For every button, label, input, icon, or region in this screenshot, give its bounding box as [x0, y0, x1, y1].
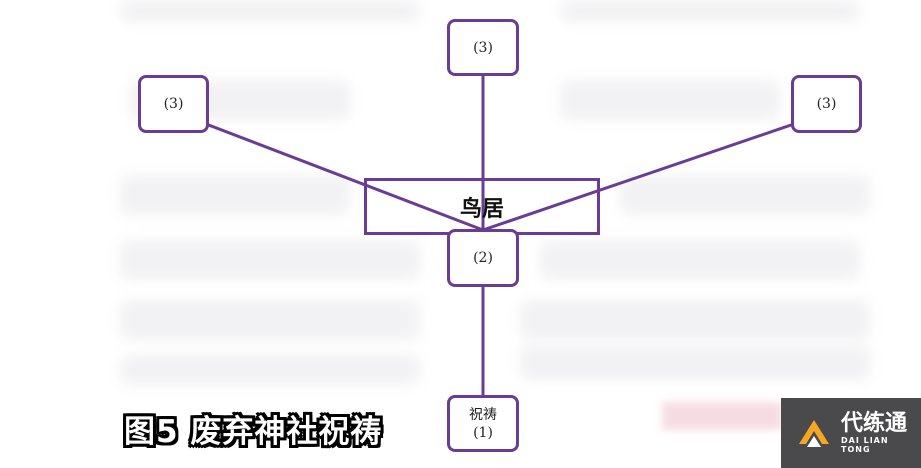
- node-center: (2): [447, 229, 519, 287]
- watermark-blur: [120, 355, 420, 385]
- logo: 代练通 DAI LIAN TONG: [781, 398, 921, 468]
- figure-caption: 图5 废弃神社祝祷: [124, 414, 383, 450]
- node-label: (3): [473, 39, 493, 56]
- node-bottom: 祝祷 (1): [447, 395, 519, 452]
- node-label-line1: 祝祷: [469, 406, 497, 423]
- torii-label: 鸟居: [459, 195, 504, 222]
- node-label: (3): [163, 96, 184, 112]
- node-right: (3): [791, 75, 862, 133]
- torii-box: 鸟居: [364, 178, 600, 235]
- watermark-blur: [520, 345, 870, 380]
- watermark-blur: [620, 175, 870, 215]
- watermark-blur: [120, 300, 420, 340]
- watermark-blur: [120, 0, 420, 22]
- edge-center-left: [205, 122, 484, 232]
- node-label: (2): [473, 250, 493, 266]
- logo-icon: [795, 414, 833, 452]
- watermark-blur: [662, 402, 782, 430]
- node-label: (3): [816, 96, 837, 112]
- watermark-blur: [540, 240, 860, 280]
- watermark-blur: [560, 0, 860, 22]
- node-label-line2: (1): [473, 424, 493, 441]
- node-top: (3): [447, 19, 519, 76]
- node-left: (3): [138, 75, 209, 133]
- edge-center-right: [482, 122, 795, 232]
- watermark-blur: [120, 240, 420, 280]
- watermark-blur: [520, 300, 870, 340]
- watermark-blur: [120, 175, 350, 215]
- watermark-blur: [560, 80, 780, 120]
- logo-name-cn: 代练通: [841, 411, 908, 436]
- logo-name-en: DAI LIAN TONG: [841, 436, 889, 454]
